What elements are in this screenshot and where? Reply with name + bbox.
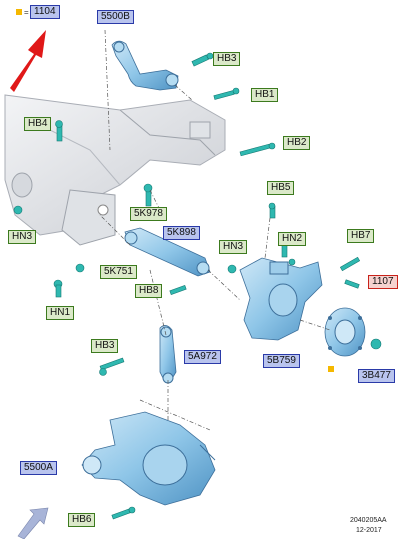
svg-text:=: = xyxy=(24,8,29,17)
link-5A972 xyxy=(159,325,177,384)
fasteners xyxy=(13,52,382,520)
figure-code: 2040205AA xyxy=(350,517,387,524)
rear-knuckle-5B759 xyxy=(239,257,323,341)
label-hb7[interactable]: HB7 xyxy=(347,229,375,243)
highlight-marker xyxy=(16,9,22,15)
highlight-marker xyxy=(328,366,334,372)
label-hn2[interactable]: HN2 xyxy=(278,232,307,246)
callout-arrow xyxy=(10,30,46,92)
lower-arm-5500A xyxy=(81,411,216,506)
label-5k898[interactable]: 5K898 xyxy=(163,226,200,240)
label-5500A[interactable]: 5500A xyxy=(20,461,57,475)
label-hb4[interactable]: HB4 xyxy=(24,117,52,131)
label-5k751[interactable]: 5K751 xyxy=(100,265,137,279)
label-hb1[interactable]: HB1 xyxy=(251,88,279,102)
label-hb2[interactable]: HB2 xyxy=(283,136,311,150)
label-5b759[interactable]: 5B759 xyxy=(263,354,300,368)
label-1104[interactable]: 1104 xyxy=(30,5,60,19)
label-5500B[interactable]: 5500B xyxy=(97,10,134,24)
leader-lines xyxy=(99,29,331,431)
label-hb3-top[interactable]: HB3 xyxy=(213,52,241,66)
label-hb8[interactable]: HB8 xyxy=(135,284,163,298)
label-3b477[interactable]: 3B477 xyxy=(358,369,395,383)
direction-arrow-icon xyxy=(17,507,49,540)
wheel-hub-bearing xyxy=(324,307,366,357)
label-5k978[interactable]: 5K978 xyxy=(130,207,167,221)
figure-date: 12-2017 xyxy=(356,527,382,534)
label-1107[interactable]: 1107 xyxy=(368,275,398,289)
label-hb6[interactable]: HB6 xyxy=(68,513,96,527)
upper-control-arm-5500B xyxy=(111,40,179,91)
label-hn3-left[interactable]: HN3 xyxy=(8,230,37,244)
label-hn1[interactable]: HN1 xyxy=(46,306,75,320)
label-hb5[interactable]: HB5 xyxy=(267,181,295,195)
label-5a972[interactable]: 5A972 xyxy=(184,350,221,364)
label-hn3-mid[interactable]: HN3 xyxy=(219,240,248,254)
label-hb3-bottom[interactable]: HB3 xyxy=(91,339,119,353)
